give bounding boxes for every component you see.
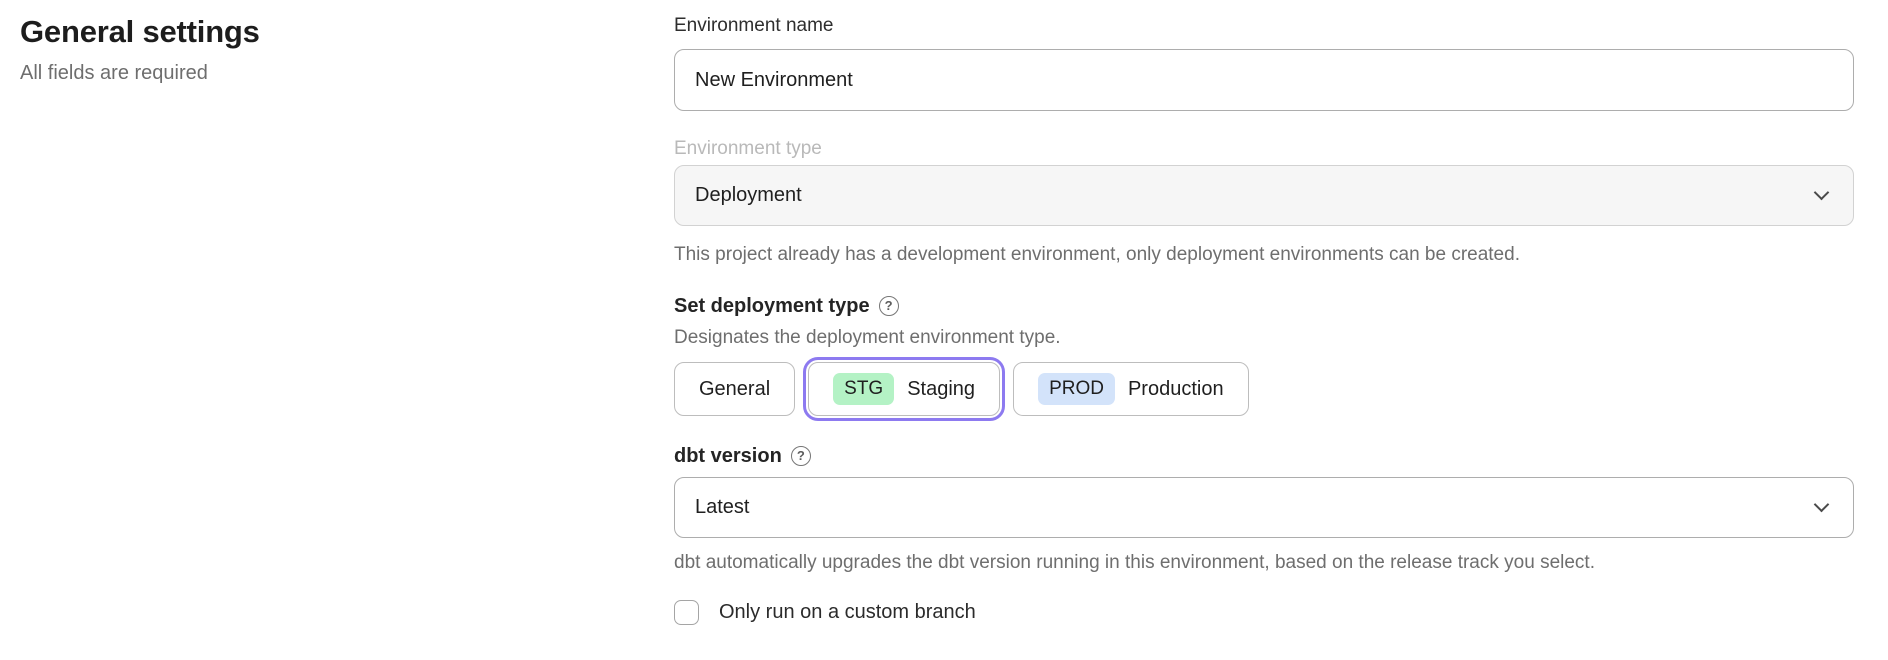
dbt-version-helper: dbt automatically upgrades the dbt versi…	[674, 552, 1595, 573]
chevron-down-icon	[1813, 496, 1830, 512]
environment-type-label: Environment type	[674, 138, 822, 159]
dbt-version-select[interactable]: Latest	[674, 477, 1854, 538]
help-icon[interactable]: ?	[878, 296, 899, 316]
deployment-type-staging-button[interactable]: STG Staging	[803, 357, 1006, 421]
environment-type-select[interactable]: Deployment	[674, 165, 1854, 226]
deployment-type-heading-text: Set deployment type	[674, 295, 870, 317]
custom-branch-row: Only run on a custom branch	[674, 600, 1854, 625]
chevron-down-icon	[1813, 184, 1830, 200]
dbt-version-value: Latest	[695, 496, 750, 518]
page-title: General settings	[20, 14, 260, 49]
page-subtitle: All fields are required	[20, 62, 208, 84]
custom-branch-label: Only run on a custom branch	[719, 601, 976, 623]
deployment-type-production-label: Production	[1127, 377, 1224, 400]
environment-name-input[interactable]	[674, 49, 1854, 111]
dbt-version-heading-text: dbt version	[674, 445, 782, 467]
deployment-type-helper: Designates the deployment environment ty…	[674, 327, 1061, 348]
environment-type-value: Deployment	[695, 184, 802, 206]
staging-badge: STG	[833, 373, 895, 405]
deployment-type-production-button[interactable]: PROD Production	[1013, 362, 1249, 416]
production-badge: PROD	[1038, 373, 1115, 405]
custom-branch-checkbox[interactable]	[674, 600, 699, 625]
environment-form: Environment name Environment type Deploy…	[674, 14, 1854, 625]
deployment-type-heading: Set deployment type ?	[674, 294, 1854, 318]
help-icon[interactable]: ?	[790, 446, 811, 466]
dbt-version-heading: dbt version ?	[674, 444, 1854, 468]
environment-name-label: Environment name	[674, 15, 834, 36]
deployment-type-general-button[interactable]: General	[674, 362, 796, 416]
settings-intro: General settings All fields are required	[20, 14, 260, 85]
environment-type-helper: This project already has a development e…	[674, 244, 1520, 265]
deployment-type-general-label: General	[699, 377, 771, 400]
deployment-type-options: General STG Staging PROD Production	[674, 357, 1854, 421]
deployment-type-staging-label: Staging	[907, 377, 976, 400]
